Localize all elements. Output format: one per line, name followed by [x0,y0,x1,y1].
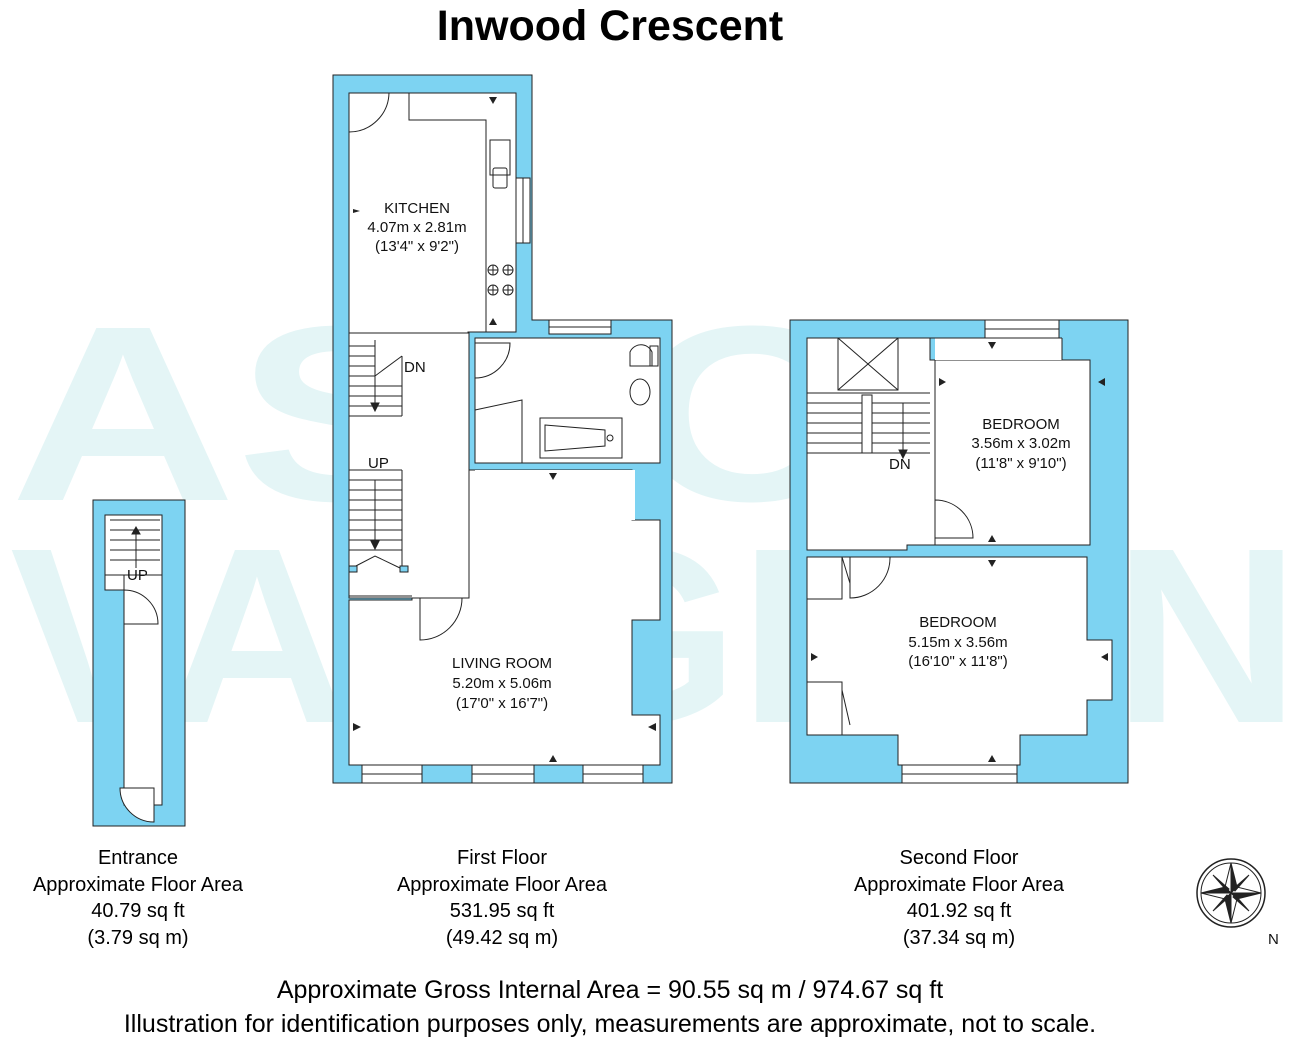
first-floor-up-label: UP [368,455,389,472]
bedroom-2-imperial: (16'10" x 11'8") [908,653,1008,670]
entrance-floor-name: Entrance [97,847,179,869]
second-floor-area-caption: Second Floor Approximate Floor Area 401.… [829,845,1089,951]
first-floor-dn-label: DN [404,359,426,376]
second-floor-plan [789,319,1129,784]
compass-rose-icon [1196,858,1266,928]
bedroom-2-name: BEDROOM [919,614,997,631]
first-floor-area-sqft: 531.95 sq ft [449,900,555,922]
entrance-area-sqft: 40.79 sq ft [91,900,185,922]
bedroom-1-label: BEDROOM 3.56m x 3.02m (11'8" x 9'10") [971,416,1070,472]
kitchen-label: KITCHEN 4.07m x 2.81m (13'4" x 9'2") [367,200,466,255]
disclaimer: Illustration for identification purposes… [123,1010,1097,1038]
first-floor-area-sqm: (49.42 sq m) [445,926,559,949]
living-room-label: LIVING ROOM 5.20m x 5.06m (17'0" x 16'7"… [452,655,552,712]
first-floor-stairs-down [349,340,403,417]
entrance-area-caption: Entrance Approximate Floor Area 40.79 sq… [8,845,268,951]
bedroom-2-metric: 5.15m x 3.56m [908,634,1007,651]
entrance-floor-plan [92,499,186,827]
first-floor-dimension-arrows [353,97,656,762]
first-floor-area-label: Approximate Floor Area [396,873,608,896]
first-floor-area-caption: First Floor Approximate Floor Area 531.9… [372,845,632,951]
entrance-stairs [110,519,160,568]
bedroom-1-name: BEDROOM [982,416,1060,433]
second-floor-dn-label: DN [889,456,911,473]
kitchen-metric: 4.07m x 2.81m [367,219,466,236]
kitchen-name: KITCHEN [384,200,450,217]
second-floor-area-label: Approximate Floor Area [853,873,1065,896]
second-floor-stairs [807,392,930,460]
second-floor-name: Second Floor [899,847,1019,869]
bedroom-1-metric: 3.56m x 3.02m [971,435,1070,452]
first-floor-name: First Floor [457,847,547,869]
second-floor-area-sqm: (37.34 sq m) [902,926,1016,949]
first-floor-stairs-up [348,469,412,597]
gross-internal-area: Approximate Gross Internal Area = 90.55 … [276,976,944,1004]
living-room-metric: 5.20m x 5.06m [452,675,551,692]
entrance-up-label: UP [127,567,148,584]
bedroom-1-imperial: (11'8" x 9'10") [975,455,1066,472]
entrance-area-sqm: (3.79 sq m) [87,926,189,949]
compass-north-label: N [1268,931,1279,948]
first-floor-plan [332,74,673,784]
entrance-area-label: Approximate Floor Area [32,873,244,896]
second-floor-dimension-arrows [811,342,1108,762]
page-title: Inwood Crescent [436,2,784,50]
living-room-name: LIVING ROOM [452,655,552,672]
bedroom-2-label: BEDROOM 5.15m x 3.56m (16'10" x 11'8") [908,614,1008,670]
living-room-imperial: (17'0" x 16'7") [456,695,548,712]
kitchen-imperial: (13'4" x 9'2") [375,238,459,255]
second-floor-area-sqft: 401.92 sq ft [906,900,1012,922]
